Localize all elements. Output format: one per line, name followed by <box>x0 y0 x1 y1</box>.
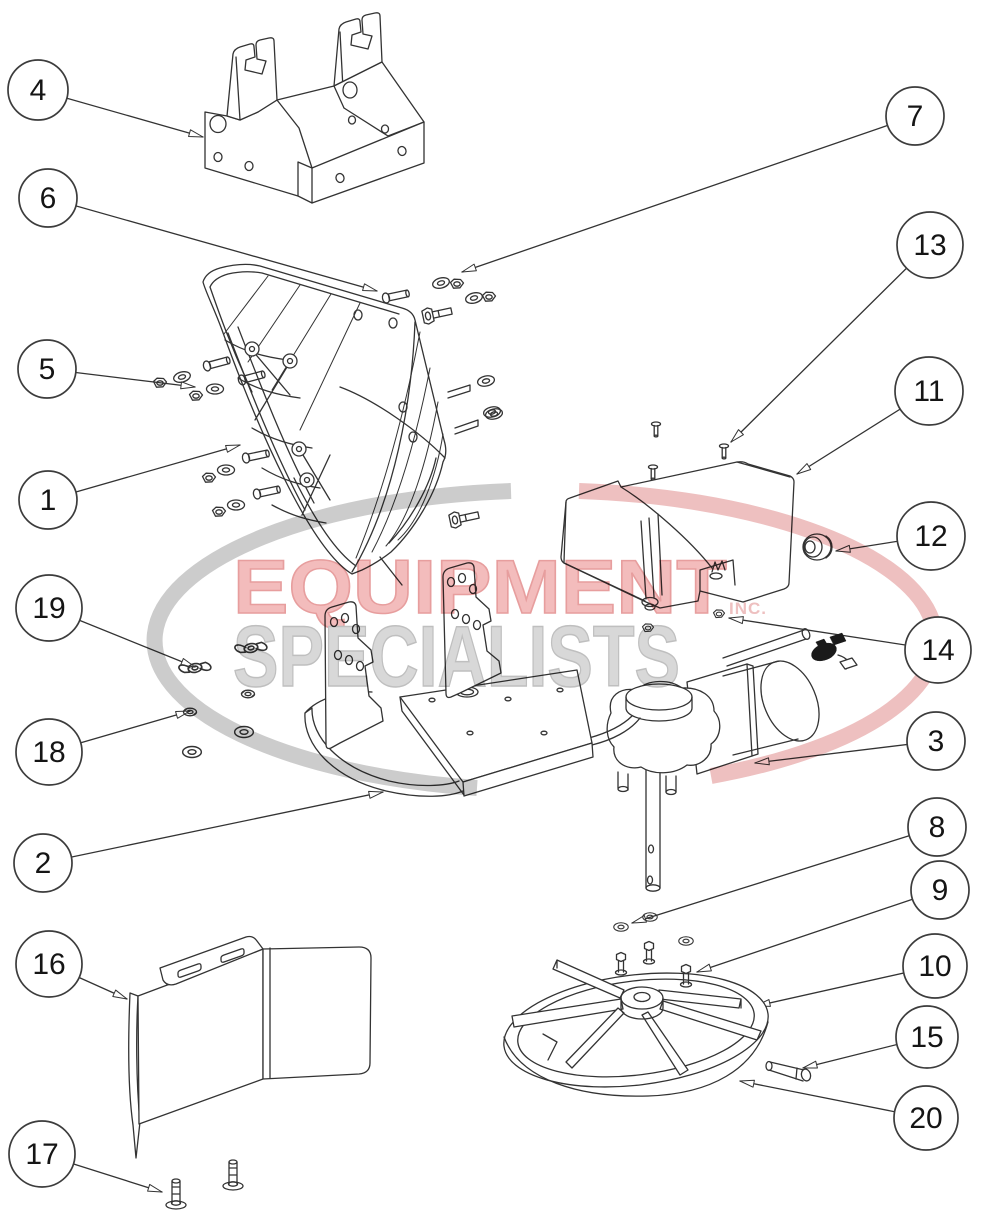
svg-text:8: 8 <box>929 811 946 844</box>
svg-text:11: 11 <box>913 375 944 408</box>
callout-11: 11 <box>894 356 964 426</box>
callout-5: 5 <box>17 339 77 399</box>
callout-6: 6 <box>18 168 78 228</box>
svg-text:19: 19 <box>32 592 65 625</box>
svg-text:6: 6 <box>40 182 57 215</box>
callout-9: 9 <box>910 860 970 920</box>
part-spinner-disc-drawing <box>503 912 812 1097</box>
part-mount-bracket-drawing <box>204 12 425 204</box>
svg-text:2: 2 <box>35 847 52 880</box>
callout-10: 10 <box>902 933 968 999</box>
callout-13: 13 <box>896 211 964 279</box>
callout-14: 14 <box>904 616 972 684</box>
svg-text:17: 17 <box>25 1138 58 1171</box>
svg-text:1: 1 <box>40 484 57 517</box>
callout-18: 18 <box>15 718 83 786</box>
callout-4: 4 <box>7 59 69 121</box>
svg-text:9: 9 <box>932 874 949 907</box>
callout-3: 3 <box>906 711 966 771</box>
callout-16: 16 <box>15 930 83 998</box>
part-deflector-drawing <box>128 935 372 1210</box>
callout-2: 2 <box>13 833 73 893</box>
svg-text:5: 5 <box>39 353 56 386</box>
svg-text:4: 4 <box>30 74 47 107</box>
callout-7: 7 <box>885 86 945 146</box>
svg-text:12: 12 <box>914 520 947 553</box>
svg-text:18: 18 <box>32 736 65 769</box>
svg-text:13: 13 <box>913 229 946 262</box>
callout-19: 19 <box>15 574 83 642</box>
callout-20: 20 <box>893 1085 959 1151</box>
callout-15: 15 <box>895 1005 959 1069</box>
svg-text:3: 3 <box>928 725 945 758</box>
svg-text:14: 14 <box>921 634 954 667</box>
svg-text:16: 16 <box>32 948 65 981</box>
callout-1: 1 <box>18 470 78 530</box>
callout-17: 17 <box>8 1120 76 1188</box>
svg-text:7: 7 <box>907 100 924 133</box>
callout-12: 12 <box>896 501 966 571</box>
svg-text:20: 20 <box>909 1102 942 1135</box>
svg-text:10: 10 <box>918 950 951 983</box>
callout-8: 8 <box>907 797 967 857</box>
svg-text:15: 15 <box>910 1021 943 1054</box>
